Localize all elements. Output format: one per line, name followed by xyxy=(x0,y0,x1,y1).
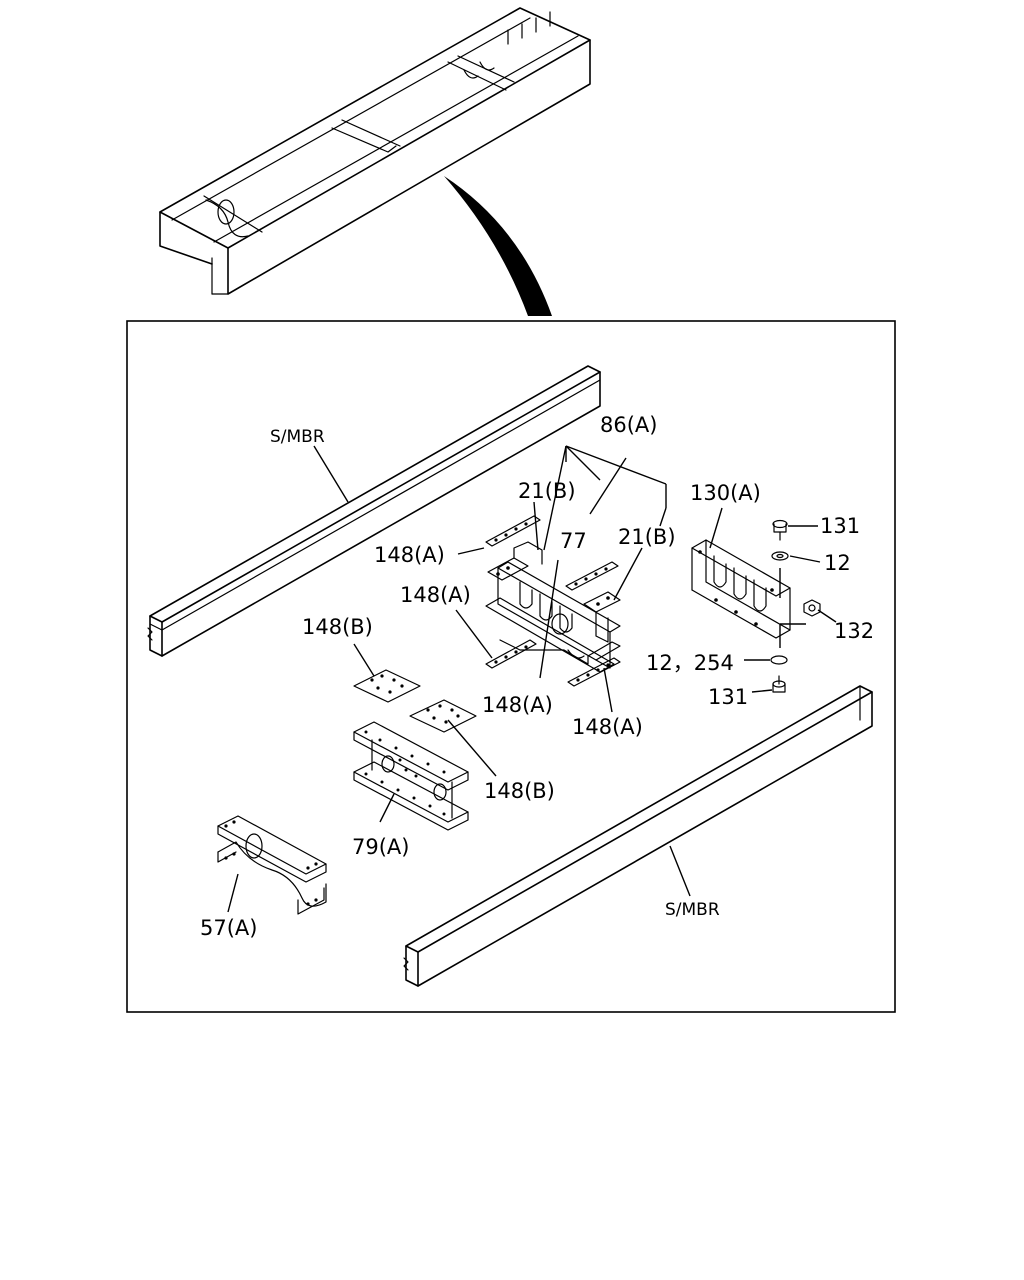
plate-148b-1 xyxy=(353,669,421,703)
cross-member-130a xyxy=(691,539,791,639)
bracket-57a xyxy=(217,815,327,915)
washer-12-254 xyxy=(770,655,788,665)
washer-12 xyxy=(771,551,789,561)
plate-148b-2 xyxy=(409,699,477,733)
label-21b-left: 21(B) xyxy=(518,479,576,503)
cross-member-79a xyxy=(353,721,469,831)
label-148b-1: 148(B) xyxy=(302,615,373,639)
cross-member-86a xyxy=(485,541,621,673)
label-12-254: 12，254 xyxy=(646,651,734,675)
label-smbr-top: S/MBR xyxy=(270,427,325,447)
label-132: 132 xyxy=(834,619,874,643)
gusset-148a-1 xyxy=(485,515,541,547)
bolt-131-top xyxy=(772,519,788,541)
label-131-top: 131 xyxy=(820,514,860,538)
label-77: 77 xyxy=(560,529,587,553)
washer-12-inner xyxy=(776,553,784,559)
side-member-top xyxy=(147,365,601,657)
label-130a: 130(A) xyxy=(690,481,761,505)
leader-lines xyxy=(227,445,837,913)
detail-frame xyxy=(126,320,896,1013)
overview-frame xyxy=(159,7,591,295)
gusset-148a-3 xyxy=(485,639,537,669)
label-86a: 86(A) xyxy=(600,413,657,437)
gusset-148a-2 xyxy=(565,561,619,591)
label-131-bottom: 131 xyxy=(708,685,748,709)
bolt-131-bottom xyxy=(772,675,786,693)
side-member-bottom xyxy=(403,685,873,987)
label-57a: 57(A) xyxy=(200,916,257,940)
gusset-148a-4 xyxy=(567,657,621,687)
label-79a: 79(A) xyxy=(352,835,409,859)
nut-132 xyxy=(803,599,821,617)
pointer-arrow xyxy=(444,176,552,316)
label-148a-2: 148(A) xyxy=(400,583,471,607)
label-148b-2: 148(B) xyxy=(484,779,555,803)
label-smbr-bottom: S/MBR xyxy=(665,900,720,920)
label-12: 12 xyxy=(824,551,851,575)
label-148a-1: 148(A) xyxy=(374,543,445,567)
label-148a-4: 148(A) xyxy=(572,715,643,739)
label-21b-right: 21(B) xyxy=(618,525,676,549)
label-148a-3: 148(A) xyxy=(482,693,553,717)
